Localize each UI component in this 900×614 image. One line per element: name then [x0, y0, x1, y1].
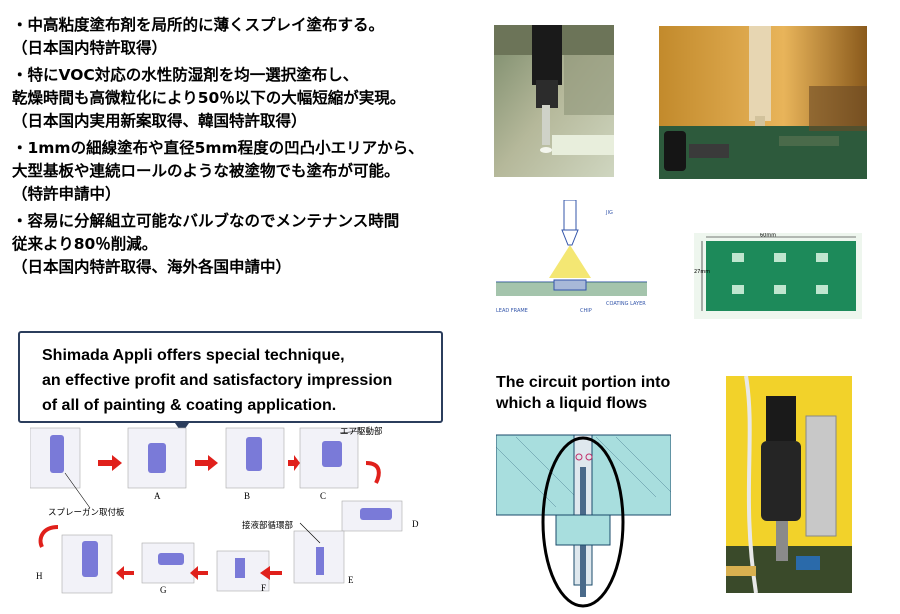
width-dimension-label: 60mm [760, 233, 776, 239]
bullet-line: （特許申請中） [12, 185, 121, 203]
bullet-line: 従来より80％削減。 [12, 235, 158, 253]
caption-line: The circuit portion into [496, 374, 671, 391]
liquid-contact-label: 接液部循環部 [242, 520, 294, 530]
promo-box: Shimada Appli offers special technique, … [18, 331, 443, 423]
bullet-line: （日本国内特許取得、海外各国申請中） [12, 258, 292, 276]
coating-cross-section-diagram: JIG LEAD FRAME CHIP COATING LAYER [494, 200, 649, 320]
feature-bullet-3: ・1mmの細線塗布や直径5mm程度の凹凸小エリアから、 大型基板や連続ロールのよ… [12, 137, 467, 206]
feature-list: ・中高粘度塗布剤を局所的に薄くスプレイ塗布する。 （日本国内特許取得） ・特にV… [12, 14, 467, 283]
bullet-line: （日本国内特許取得） [12, 39, 168, 57]
coated-board-diagram: 60mm 27mm [694, 233, 862, 319]
bullet-line: ・特にVOC対応の水性防湿剤を均一選択塗布し、 [12, 66, 359, 84]
promo-line: Shimada Appli offers special technique, [42, 347, 345, 364]
bullet-line: 大型基板や連続ロールのような被塗物でも塗布が可能。 [12, 162, 400, 180]
step-b-label: B [244, 491, 251, 501]
step-d-label: D [412, 519, 419, 529]
spray-gun-photo [726, 376, 852, 593]
feature-bullet-2: ・特にVOC対応の水性防湿剤を均一選択塗布し、 乾燥時間も高微粒化により50％以… [12, 64, 467, 133]
jig-label: JIG [605, 210, 613, 216]
bullet-line: ・1mmの細線塗布や直径5mm程度の凹凸小エリアから、 [12, 139, 424, 157]
step-e-label: E [348, 575, 354, 585]
coating-layer-label: COATING LAYER [606, 301, 646, 307]
lead-frame-label: LEAD FRAME [496, 308, 528, 314]
feature-bullet-1: ・中高粘度塗布剤を局所的に薄くスプレイ塗布する。 （日本国内特許取得） [12, 14, 467, 60]
air-drive-label: エア駆動部 [340, 426, 383, 436]
pcb-closeup-photo [659, 26, 867, 179]
bullet-line: 乾燥時間も高微粒化により50％以下の大幅短縮が実現。 [12, 89, 406, 107]
gun-mount-label: スプレーガン取付板 [48, 507, 125, 517]
step-f-label: F [261, 583, 267, 593]
step-a-label: A [154, 491, 161, 501]
step-c-label: C [320, 491, 327, 501]
caption-line: which a liquid flows [496, 395, 648, 412]
step-g-label: G [160, 585, 167, 595]
disassembly-sequence: スプレーガン取付板 エア駆動部 接液部循環部 A B C D E F G H [30, 423, 435, 609]
valve-cross-section-diagram [496, 427, 671, 609]
bullet-line: ・中高粘度塗布剤を局所的に薄くスプレイ塗布する。 [12, 16, 385, 34]
flow-circuit-caption: The circuit portion into which a liquid … [496, 372, 670, 414]
bullet-line: ・容易に分解組立可能なバルブなのでメンテナンス時間 [12, 212, 400, 230]
promo-line: of all of painting & coating application… [42, 397, 337, 414]
promo-line: an effective profit and satisfactory imp… [42, 372, 393, 389]
nozzle-photo [494, 25, 614, 177]
step-h-label: H [36, 571, 43, 581]
bullet-line: （日本国内実用新案取得、韓国特許取得） [12, 112, 307, 130]
height-dimension-label: 27mm [694, 269, 710, 275]
feature-bullet-4: ・容易に分解組立可能なバルブなのでメンテナンス時間 従来より80％削減。 （日本… [12, 210, 467, 279]
chip-label: CHIP [580, 308, 592, 314]
